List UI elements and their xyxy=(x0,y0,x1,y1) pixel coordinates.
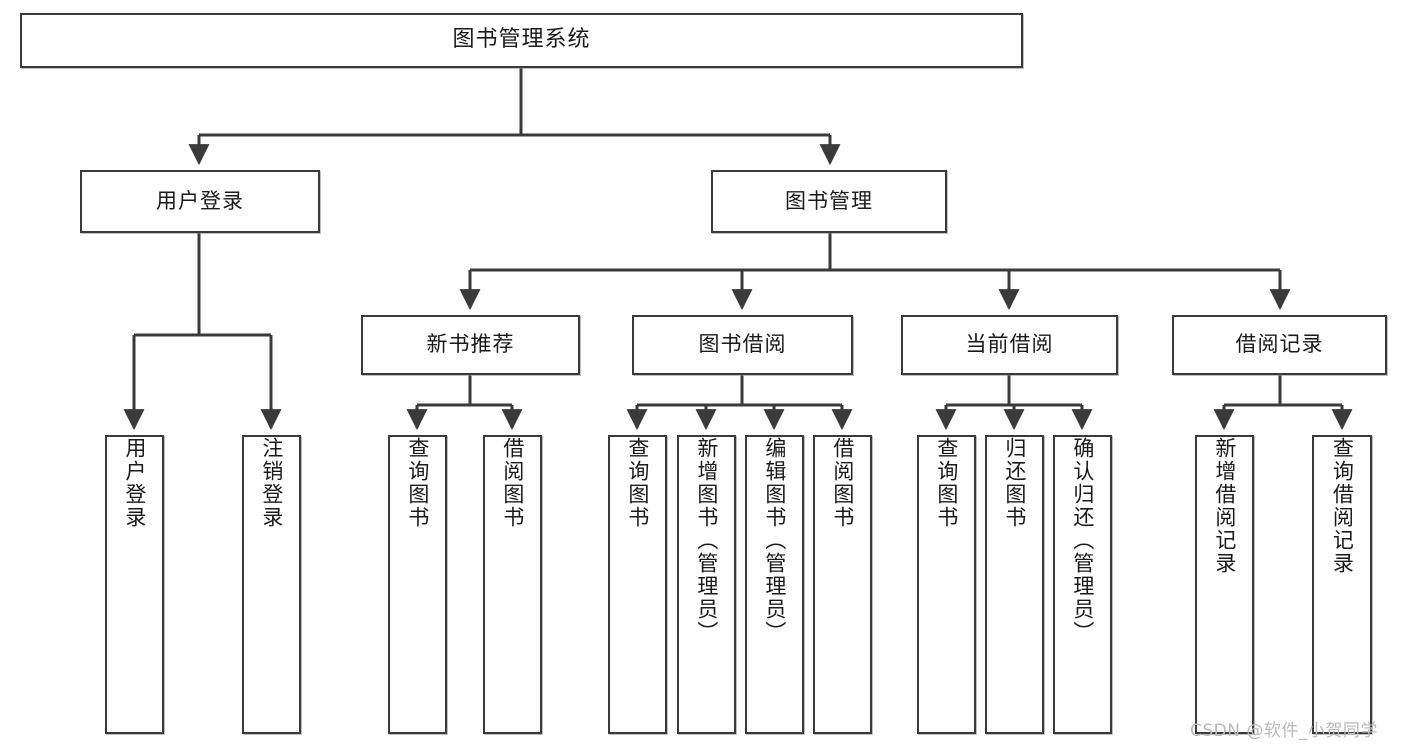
node-user-login-do[interactable]: 用户登录 xyxy=(105,435,164,734)
node-bb-add-book[interactable]: 新增图书（管理员） xyxy=(677,435,736,734)
node-nbr-borrow-book[interactable]: 借阅图书 xyxy=(483,435,542,734)
node-new-book-recommend[interactable]: 新书推荐 xyxy=(361,315,580,375)
csdn-watermark: CSDN @软件_小贺同学 xyxy=(1190,721,1378,741)
node-cb-query-book-label: 查询图书 xyxy=(934,437,959,529)
node-br-add-record[interactable]: 新增借阅记录 xyxy=(1195,435,1254,734)
node-br-query-record-label: 查询借阅记录 xyxy=(1330,437,1355,575)
node-current-borrow[interactable]: 当前借阅 xyxy=(901,315,1118,375)
node-book-borrow-label: 图书借阅 xyxy=(698,332,787,357)
node-book-borrow[interactable]: 图书借阅 xyxy=(632,315,853,375)
node-nbr-query-book-label: 查询图书 xyxy=(405,437,430,529)
node-br-query-record[interactable]: 查询借阅记录 xyxy=(1312,435,1372,734)
node-borrow-record-label: 借阅记录 xyxy=(1235,332,1324,357)
node-cb-return-book-label: 归还图书 xyxy=(1002,437,1027,529)
node-cb-query-book[interactable]: 查询图书 xyxy=(917,435,976,734)
node-new-book-recommend-label: 新书推荐 xyxy=(426,332,515,357)
node-bb-query-book-label: 查询图书 xyxy=(625,437,650,529)
node-user-login[interactable]: 用户登录 xyxy=(80,170,320,233)
node-bb-edit-book[interactable]: 编辑图书（管理员） xyxy=(745,435,804,734)
node-bb-query-book[interactable]: 查询图书 xyxy=(608,435,667,734)
node-book-manage-label: 图书管理 xyxy=(785,188,873,213)
node-bb-borrow-book-label: 借阅图书 xyxy=(830,437,855,529)
node-cb-return-book[interactable]: 归还图书 xyxy=(985,435,1044,734)
node-cb-confirm-return[interactable]: 确认归还（管理员） xyxy=(1053,435,1112,734)
node-user-login-label: 用户登录 xyxy=(156,188,244,213)
node-br-add-record-label: 新增借阅记录 xyxy=(1212,437,1237,575)
node-root[interactable]: 图书管理系统 xyxy=(20,13,1023,68)
node-bb-borrow-book[interactable]: 借阅图书 xyxy=(813,435,872,734)
node-book-manage[interactable]: 图书管理 xyxy=(711,170,947,233)
node-current-borrow-label: 当前借阅 xyxy=(965,332,1054,357)
node-nbr-borrow-book-label: 借阅图书 xyxy=(500,437,525,529)
node-user-login-do-label: 用户登录 xyxy=(122,437,147,529)
node-borrow-record[interactable]: 借阅记录 xyxy=(1172,315,1387,375)
node-bb-add-book-label: 新增图书（管理员） xyxy=(694,437,719,644)
node-user-logout-label: 注销登录 xyxy=(259,437,284,529)
node-cb-confirm-return-label: 确认归还（管理员） xyxy=(1070,437,1095,644)
node-bb-edit-book-label: 编辑图书（管理员） xyxy=(762,437,787,644)
node-user-logout[interactable]: 注销登录 xyxy=(242,435,301,734)
node-nbr-query-book[interactable]: 查询图书 xyxy=(388,435,447,734)
node-root-label: 图书管理系统 xyxy=(452,27,591,53)
